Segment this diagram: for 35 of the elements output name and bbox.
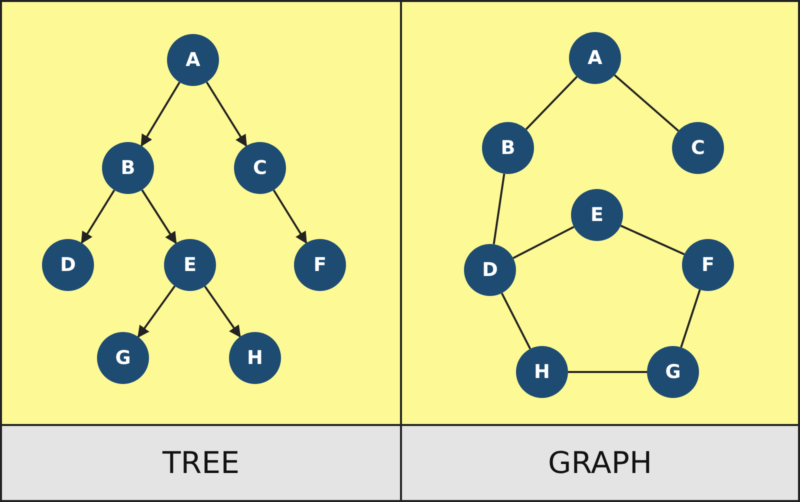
connector-line <box>614 74 680 132</box>
arrow <box>137 286 176 338</box>
node-label: F <box>314 254 326 276</box>
node-label: B <box>500 137 516 159</box>
connector-line <box>568 371 647 373</box>
node-label: C <box>691 137 705 159</box>
node-label: D <box>482 259 498 281</box>
node-label: H <box>534 361 550 383</box>
node-label: F <box>702 254 714 276</box>
node-label: G <box>665 361 681 383</box>
node-label: G <box>115 347 131 369</box>
connector-line <box>492 174 506 244</box>
panel-title: TREE <box>162 446 240 480</box>
connector-line <box>680 289 701 348</box>
node-label: E <box>590 204 604 226</box>
arrow <box>206 82 248 147</box>
connector-line <box>500 292 532 350</box>
diagram-panel <box>0 0 402 502</box>
node-label: C <box>253 157 267 179</box>
arrow <box>80 190 116 244</box>
node-label: D <box>60 254 76 276</box>
node-label: H <box>247 347 263 369</box>
diagram-panel <box>400 0 800 502</box>
connector-line <box>512 226 574 259</box>
arrow <box>141 189 177 244</box>
panel-title: GRAPH <box>548 446 652 480</box>
connector-line <box>525 76 578 130</box>
node-label: B <box>120 157 136 179</box>
node-label: E <box>184 254 196 276</box>
node-label: A <box>186 49 200 71</box>
node-label: A <box>588 47 602 69</box>
arrow <box>140 82 180 147</box>
arrow <box>272 190 308 244</box>
arrow <box>204 286 241 338</box>
connector-line <box>620 224 685 256</box>
